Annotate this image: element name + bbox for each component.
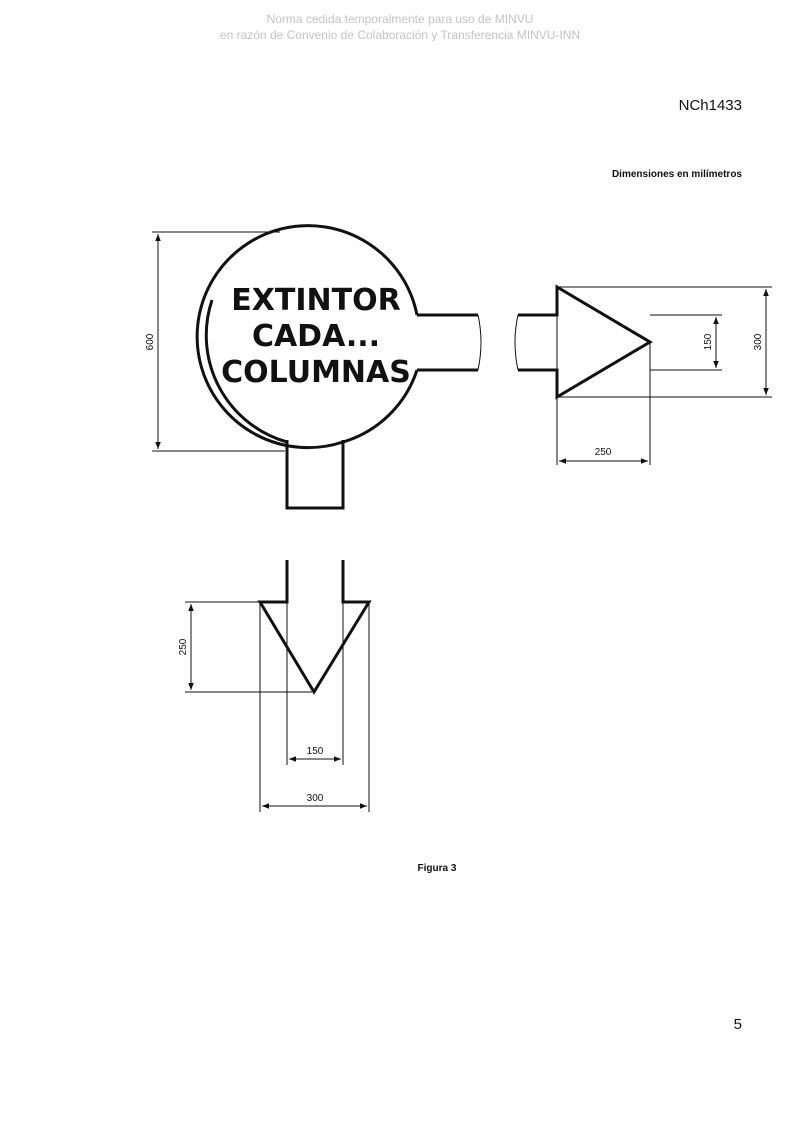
dimension-250-right: 250	[559, 447, 648, 464]
units-note: Dimensiones en milímetros	[611, 169, 742, 180]
sign-text-line-1: EXTINTOR	[231, 283, 400, 318]
dimension-label-600: 600	[145, 333, 156, 350]
sign-text-line-3: COLUMNAS	[221, 355, 411, 390]
dimension-label-300-right: 300	[753, 333, 764, 350]
dimension-label-250-down: 250	[178, 638, 189, 655]
dimension-label-150-right: 150	[703, 333, 714, 350]
dimension-label-150-down: 150	[307, 746, 324, 757]
dimension-label-250-right: 250	[595, 447, 612, 458]
dimension-600: 600	[145, 231, 285, 452]
document-code: NCh1433	[678, 97, 742, 114]
arrow-down-shape	[257, 560, 372, 812]
dimension-300-down: 300	[262, 793, 367, 809]
sign-text-line-2: CADA...	[252, 319, 380, 354]
arrow-right-shape	[514, 284, 653, 465]
dimension-300-right: 300	[557, 286, 772, 398]
sign-outline	[195, 224, 482, 510]
dimension-label-300-down: 300	[307, 793, 324, 804]
sign-lettering: EXTINTOR CADA... COLUMNAS	[221, 283, 411, 390]
dimension-150-down: 150	[289, 746, 341, 762]
watermark-line-1: Norma cedida temporalmente para uso de M…	[266, 12, 534, 26]
watermark-line-2: en razón de Convenio de Colaboración y T…	[219, 28, 581, 42]
dimension-150-right: 150	[650, 314, 722, 371]
figure-caption: Figura 3	[417, 863, 457, 874]
dimension-250-down: 250	[178, 601, 312, 693]
page-number: 5	[733, 1016, 742, 1033]
